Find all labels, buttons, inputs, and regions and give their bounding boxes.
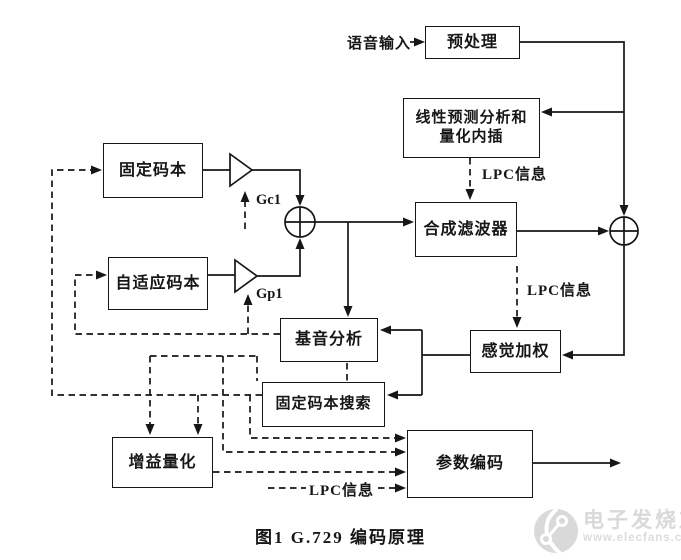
node-adaptive-codebook: 自适应码本 xyxy=(108,257,208,310)
node-pitch-analysis: 基音分析 xyxy=(280,318,378,362)
lpc-info-label-mid: LPC信息 xyxy=(527,283,593,299)
gain-amplifier-gp1 xyxy=(234,258,259,294)
figure-caption: 图1 G.729 编码原理 xyxy=(255,528,426,547)
summing-node-left xyxy=(284,206,316,238)
gp1-gain-label: Gp1 xyxy=(256,286,283,302)
elecfans-logo-icon xyxy=(534,508,578,554)
gain-amplifier-gc1 xyxy=(229,152,254,188)
node-fixed-codebook-search: 固定码本搜索 xyxy=(262,382,385,427)
node-lp-analysis: 线性预测分析和 量化内插 xyxy=(403,98,540,158)
node-parameter-encoding: 参数编码 xyxy=(407,430,533,498)
dashed-connectors xyxy=(51,158,518,489)
speech-input-label: 语音输入 xyxy=(347,36,412,52)
watermark-brand: 电子发烧友 xyxy=(583,509,681,532)
node-perceptual-weighting: 感觉加权 xyxy=(470,330,561,373)
watermark: 电子发烧友 www.elecfans.com xyxy=(525,500,681,558)
watermark-url: www.elecfans.com xyxy=(583,532,681,544)
node-synthesis-filter: 合成滤波器 xyxy=(415,202,517,257)
codebook-index-feedback-dashed xyxy=(51,169,262,396)
pitch-feedback-dashed xyxy=(74,274,280,335)
node-preprocess: 预处理 xyxy=(425,26,520,59)
node-fixed-codebook: 固定码本 xyxy=(103,143,203,198)
solid-connectors xyxy=(203,41,625,464)
lpc-info-label-top: LPC信息 xyxy=(482,167,548,183)
gc1-gain-label: Gc1 xyxy=(256,192,281,208)
lpc-info-label-bottom: LPC信息 xyxy=(306,479,378,500)
node-gain-quantization: 增益量化 xyxy=(112,437,213,488)
summing-node-right xyxy=(609,216,639,246)
arrowheads xyxy=(91,37,629,493)
